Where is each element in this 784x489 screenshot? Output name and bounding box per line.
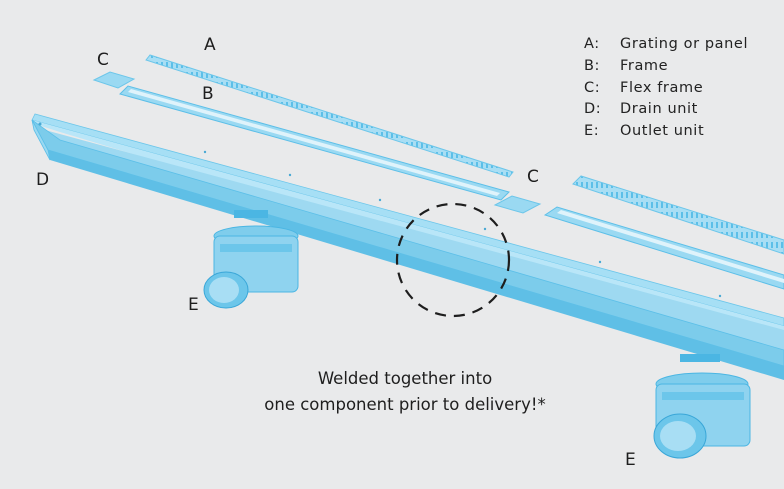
grating-panel-left <box>145 54 514 178</box>
label-b: B <box>202 84 214 104</box>
caption: Welded together into one component prior… <box>240 366 570 418</box>
legend: A: Grating or panel B: Frame C: Flex fra… <box>584 34 748 143</box>
legend-key: E: <box>584 123 600 140</box>
outlet-unit-left <box>203 210 299 309</box>
label-c-right: C <box>527 167 539 187</box>
caption-line-2: one component prior to delivery!* <box>264 395 546 414</box>
legend-key: D: <box>584 101 602 118</box>
flex-frame-right <box>493 195 542 214</box>
legend-item: A: Grating or panel <box>584 34 748 56</box>
legend-text: Flex frame <box>620 79 704 96</box>
grating-panel-right <box>572 175 784 255</box>
legend-text: Frame <box>620 57 669 74</box>
legend-item: C: Flex frame <box>584 78 748 100</box>
label-e-left: E <box>188 295 199 315</box>
legend-text: Grating or panel <box>620 36 749 52</box>
legend-text: Outlet unit <box>620 123 705 140</box>
flex-frame-left <box>92 71 136 89</box>
label-e-right: E <box>625 450 636 470</box>
legend-item: D: Drain unit <box>584 99 748 121</box>
legend-item: E: Outlet unit <box>584 121 748 143</box>
caption-line-1: Welded together into <box>317 369 493 388</box>
legend-key: A: <box>584 36 600 52</box>
legend-key: C: <box>584 79 601 96</box>
label-d: D <box>36 170 50 190</box>
legend-item: B: Frame <box>584 56 748 78</box>
label-a: A <box>204 35 216 55</box>
weld-highlight-circle <box>395 202 511 318</box>
legend-text: Drain unit <box>620 101 698 118</box>
outlet-unit-right <box>653 354 751 459</box>
label-c-left: C <box>97 50 109 70</box>
legend-key: B: <box>584 57 601 74</box>
drain-unit <box>31 113 784 380</box>
